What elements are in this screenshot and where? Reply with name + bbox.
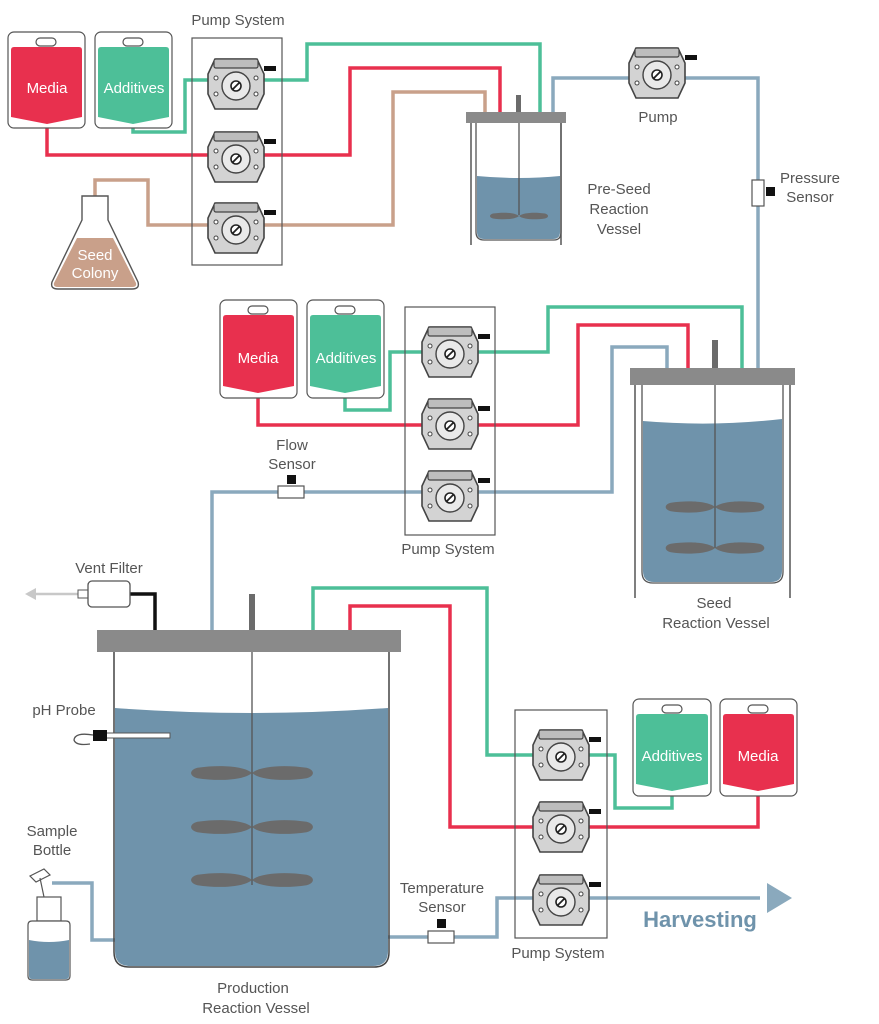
label-pressure-2: Sensor xyxy=(786,189,834,206)
label-pre-seed-1: Pre-Seed xyxy=(587,181,650,198)
label-pump-system-bottom: Pump System xyxy=(511,945,604,962)
label-pressure-1: Pressure xyxy=(780,170,840,187)
label-sample-1: Sample xyxy=(27,823,78,840)
bag-label-additives-bottom: Additives xyxy=(642,748,703,765)
label-temperature-1: Temperature xyxy=(400,880,484,897)
label-temperature-2: Sensor xyxy=(418,899,466,916)
label-seed-colony-1: Seed xyxy=(77,247,112,264)
label-sample-2: Bottle xyxy=(33,842,71,859)
pressure-sensor[interactable] xyxy=(751,179,775,207)
pipe-media-to-production xyxy=(348,604,760,829)
bag-label-media-top: Media xyxy=(27,80,69,97)
label-production-1: Production xyxy=(217,980,289,997)
label-pump-system-top: Pump System xyxy=(191,12,284,29)
pump-top-3[interactable] xyxy=(207,202,277,254)
seed-lid xyxy=(630,368,795,385)
sample-bottle[interactable] xyxy=(27,868,71,981)
pump-system-frame-mid xyxy=(404,306,496,536)
production-probe xyxy=(249,594,255,630)
label-vent-filter: Vent Filter xyxy=(75,560,143,577)
label-flow-1: Flow xyxy=(276,437,308,454)
label-seed-1: Seed xyxy=(696,595,731,612)
pipe-media-to-seed xyxy=(256,323,690,427)
label-pump-system-mid: Pump System xyxy=(401,541,494,558)
label-pre-seed-2: Reaction xyxy=(589,201,648,218)
pipe-seed-to-production xyxy=(210,345,669,630)
pre-seed-probe xyxy=(516,95,521,112)
label-harvesting: Harvesting xyxy=(643,907,757,932)
pump-top-1[interactable] xyxy=(207,58,277,110)
label-pre-seed-3: Vessel xyxy=(597,221,641,238)
production-lid xyxy=(97,630,401,652)
bag-label-additives-top: Additives xyxy=(104,80,165,97)
pre-seed-vessel[interactable] xyxy=(466,95,566,245)
pipe-media-to-preseed xyxy=(45,66,502,157)
pre-seed-lid xyxy=(466,112,566,123)
flow-sensor[interactable] xyxy=(277,475,305,499)
vent-filter[interactable] xyxy=(25,580,131,608)
seed-vessel[interactable] xyxy=(630,340,795,598)
label-seed-2: Reaction Vessel xyxy=(662,615,770,632)
bag-additives-top[interactable]: Additives xyxy=(94,31,173,129)
temperature-sensor[interactable] xyxy=(427,919,455,944)
bag-additives-mid[interactable]: Additives xyxy=(306,299,385,399)
production-vessel[interactable] xyxy=(97,594,401,968)
bag-media-bottom[interactable]: Media xyxy=(719,698,798,797)
pipe-sample xyxy=(52,881,115,942)
pump-system-frame-top xyxy=(191,37,283,266)
label-seed-colony-2: Colony xyxy=(72,265,119,282)
harvest-arrowhead xyxy=(767,883,792,913)
seed-colony-flask[interactable]: Seed Colony xyxy=(50,195,140,290)
bag-label-media-mid: Media xyxy=(238,350,280,367)
bag-label-additives-mid: Additives xyxy=(316,350,377,367)
seed-probe xyxy=(712,340,718,368)
pump-top-2[interactable] xyxy=(207,131,277,183)
bag-media-top[interactable]: Media xyxy=(7,31,86,129)
bag-media-mid[interactable]: Media xyxy=(219,299,298,399)
pump-mid-3[interactable] xyxy=(421,470,491,522)
pump-transfer[interactable] xyxy=(628,47,698,99)
label-pump: Pump xyxy=(638,109,677,126)
label-flow-2: Sensor xyxy=(268,456,316,473)
pump-bottom-3[interactable] xyxy=(532,874,602,926)
bag-additives-bottom[interactable]: Additives xyxy=(632,698,712,797)
pump-system-frame-bottom xyxy=(514,709,608,939)
pipe-vent xyxy=(130,592,157,630)
label-production-2: Reaction Vessel xyxy=(202,1000,310,1017)
bag-label-media-bottom: Media xyxy=(738,748,780,765)
label-ph-probe: pH Probe xyxy=(32,702,95,719)
ph-probe[interactable] xyxy=(73,730,171,746)
